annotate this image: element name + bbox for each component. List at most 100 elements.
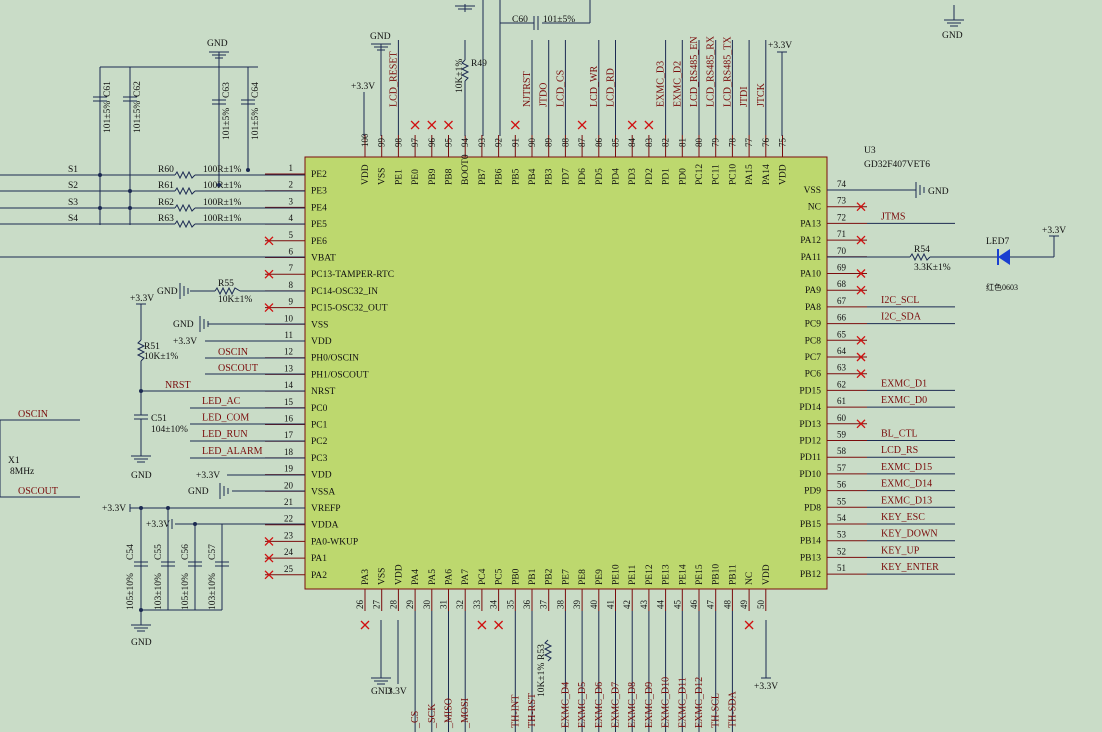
pin-net-label: EXMC_D8 <box>627 682 638 728</box>
vdd-label: +3.3V <box>196 471 220 481</box>
pin-net-label: NJTRST <box>522 71 533 107</box>
pin-name: VDD <box>762 564 772 585</box>
c56-value: 105±10% <box>181 573 191 610</box>
no-connect-icon <box>627 120 637 130</box>
pin-name: PA0-WKUP <box>311 537 358 547</box>
pin-number: 76 <box>761 138 771 148</box>
pin-number: 23 <box>284 530 294 540</box>
pin-number: 49 <box>739 600 749 610</box>
r53-ref: R53 <box>537 644 547 660</box>
pin-name: VDD <box>361 164 371 185</box>
no-connect-icon <box>264 536 274 546</box>
pin-number: 77 <box>744 138 754 148</box>
c60-value: 101±5% <box>543 15 575 25</box>
pin-name: PC8 <box>805 336 822 346</box>
pin-name: NRST <box>311 387 335 397</box>
pin-number: 100 <box>360 133 370 147</box>
pin-number: 22 <box>284 514 293 524</box>
c54-value: 105±10% <box>126 573 136 610</box>
c57-value: 103±10% <box>208 573 218 610</box>
no-connect-icon <box>644 120 654 130</box>
capacitor-c56 <box>188 561 202 567</box>
pin-number: 39 <box>572 600 582 610</box>
pin-number: 52 <box>837 546 846 556</box>
pin-name: PE3 <box>311 187 327 197</box>
c61-ref: C61 <box>103 81 113 97</box>
pin-name: PA9 <box>805 286 821 296</box>
pin-name: PB10 <box>712 564 722 585</box>
pin-number: 33 <box>472 600 482 610</box>
pin-name: PA11 <box>801 253 822 263</box>
led-icon <box>998 249 1010 265</box>
no-connect-icon <box>856 419 866 429</box>
pin-name: PB12 <box>800 570 821 580</box>
pin-name: PD1 <box>662 168 672 185</box>
gnd-symbol <box>455 5 475 10</box>
c57-ref: C57 <box>208 544 218 560</box>
pin-number: 3 <box>289 196 294 206</box>
pin-number: 59 <box>837 430 847 440</box>
pin-name: PC5 <box>495 568 505 585</box>
pin-name: PB1 <box>528 568 538 585</box>
pin-net-label: KEY_UP <box>881 545 920 556</box>
pin-name: PE6 <box>311 237 327 247</box>
pin-name: PD14 <box>799 403 821 413</box>
pin-number: 55 <box>837 496 847 506</box>
capacitor-c62 <box>123 96 137 102</box>
pin-net-label: TH-RST <box>527 693 538 728</box>
pin-number: 46 <box>689 600 699 610</box>
pin-net-label: TH-SDA <box>727 691 738 728</box>
r62-value: 100R±1% <box>203 198 242 208</box>
pin-number: 83 <box>644 138 654 148</box>
pin-name: PE0 <box>411 169 421 185</box>
net-oscin-crystal: OSCIN <box>18 409 48 420</box>
pin-net-label: LED_RUN <box>202 429 248 440</box>
pin-name: VSS <box>378 568 388 585</box>
c55-ref: C55 <box>154 544 164 560</box>
no-connect-icon <box>477 620 487 630</box>
pin-net-label: LED_ALARM <box>202 446 263 457</box>
pin-name: PA6 <box>445 569 455 585</box>
pin-number: 65 <box>837 329 847 339</box>
pin-number: 48 <box>722 600 732 610</box>
pin-net-label: LCD_RS485_EN <box>689 36 700 107</box>
pin-name: PB11 <box>728 564 738 585</box>
pin-name: PA15 <box>745 164 755 185</box>
pin-number: 30 <box>422 600 432 610</box>
resistor-r49 <box>460 59 470 82</box>
pin-name: PE5 <box>311 220 327 230</box>
pin-name: PB9 <box>428 168 438 185</box>
gnd-label: GND <box>131 638 152 648</box>
r61-value: 100R±1% <box>203 181 242 191</box>
pin-number: 60 <box>837 413 847 423</box>
pin-name: PC13-TAMPER-RTC <box>311 270 394 280</box>
gnd-symbol <box>179 283 189 299</box>
pin-number: 71 <box>837 229 846 239</box>
pin-net-label: JTDI <box>739 86 750 107</box>
pin-number: 56 <box>837 480 847 490</box>
no-connect-icon <box>856 335 866 345</box>
pin-number: 99 <box>377 138 387 148</box>
c64-ref: C64 <box>251 82 261 98</box>
pin-name: PD7 <box>561 168 571 185</box>
gnd-label: GND <box>157 287 178 297</box>
resistor-r63 <box>174 219 196 229</box>
pin-name: VDD <box>311 337 332 347</box>
capacitor-c63 <box>212 99 226 105</box>
pin-number: 14 <box>284 380 294 390</box>
pin-name: PD2 <box>645 168 655 185</box>
pin-name: PD13 <box>799 420 821 430</box>
pin-name: PC3 <box>311 454 328 464</box>
pin-net-label: TH-SCL <box>711 693 722 728</box>
pin-name: PE9 <box>595 569 605 585</box>
r63-ref: R63 <box>158 214 174 224</box>
vdd-label: +3.3V <box>146 520 170 530</box>
pin-number: 10 <box>284 313 294 323</box>
pin-number: 82 <box>661 138 671 147</box>
pin-net-label: EXMC_D15 <box>881 462 932 473</box>
no-connect-icon <box>510 120 520 130</box>
chip-ref: U3 <box>864 146 876 156</box>
x1-ref: X1 <box>8 456 20 466</box>
r61-ref: R61 <box>158 181 174 191</box>
c55-value: 103±10% <box>154 573 164 610</box>
